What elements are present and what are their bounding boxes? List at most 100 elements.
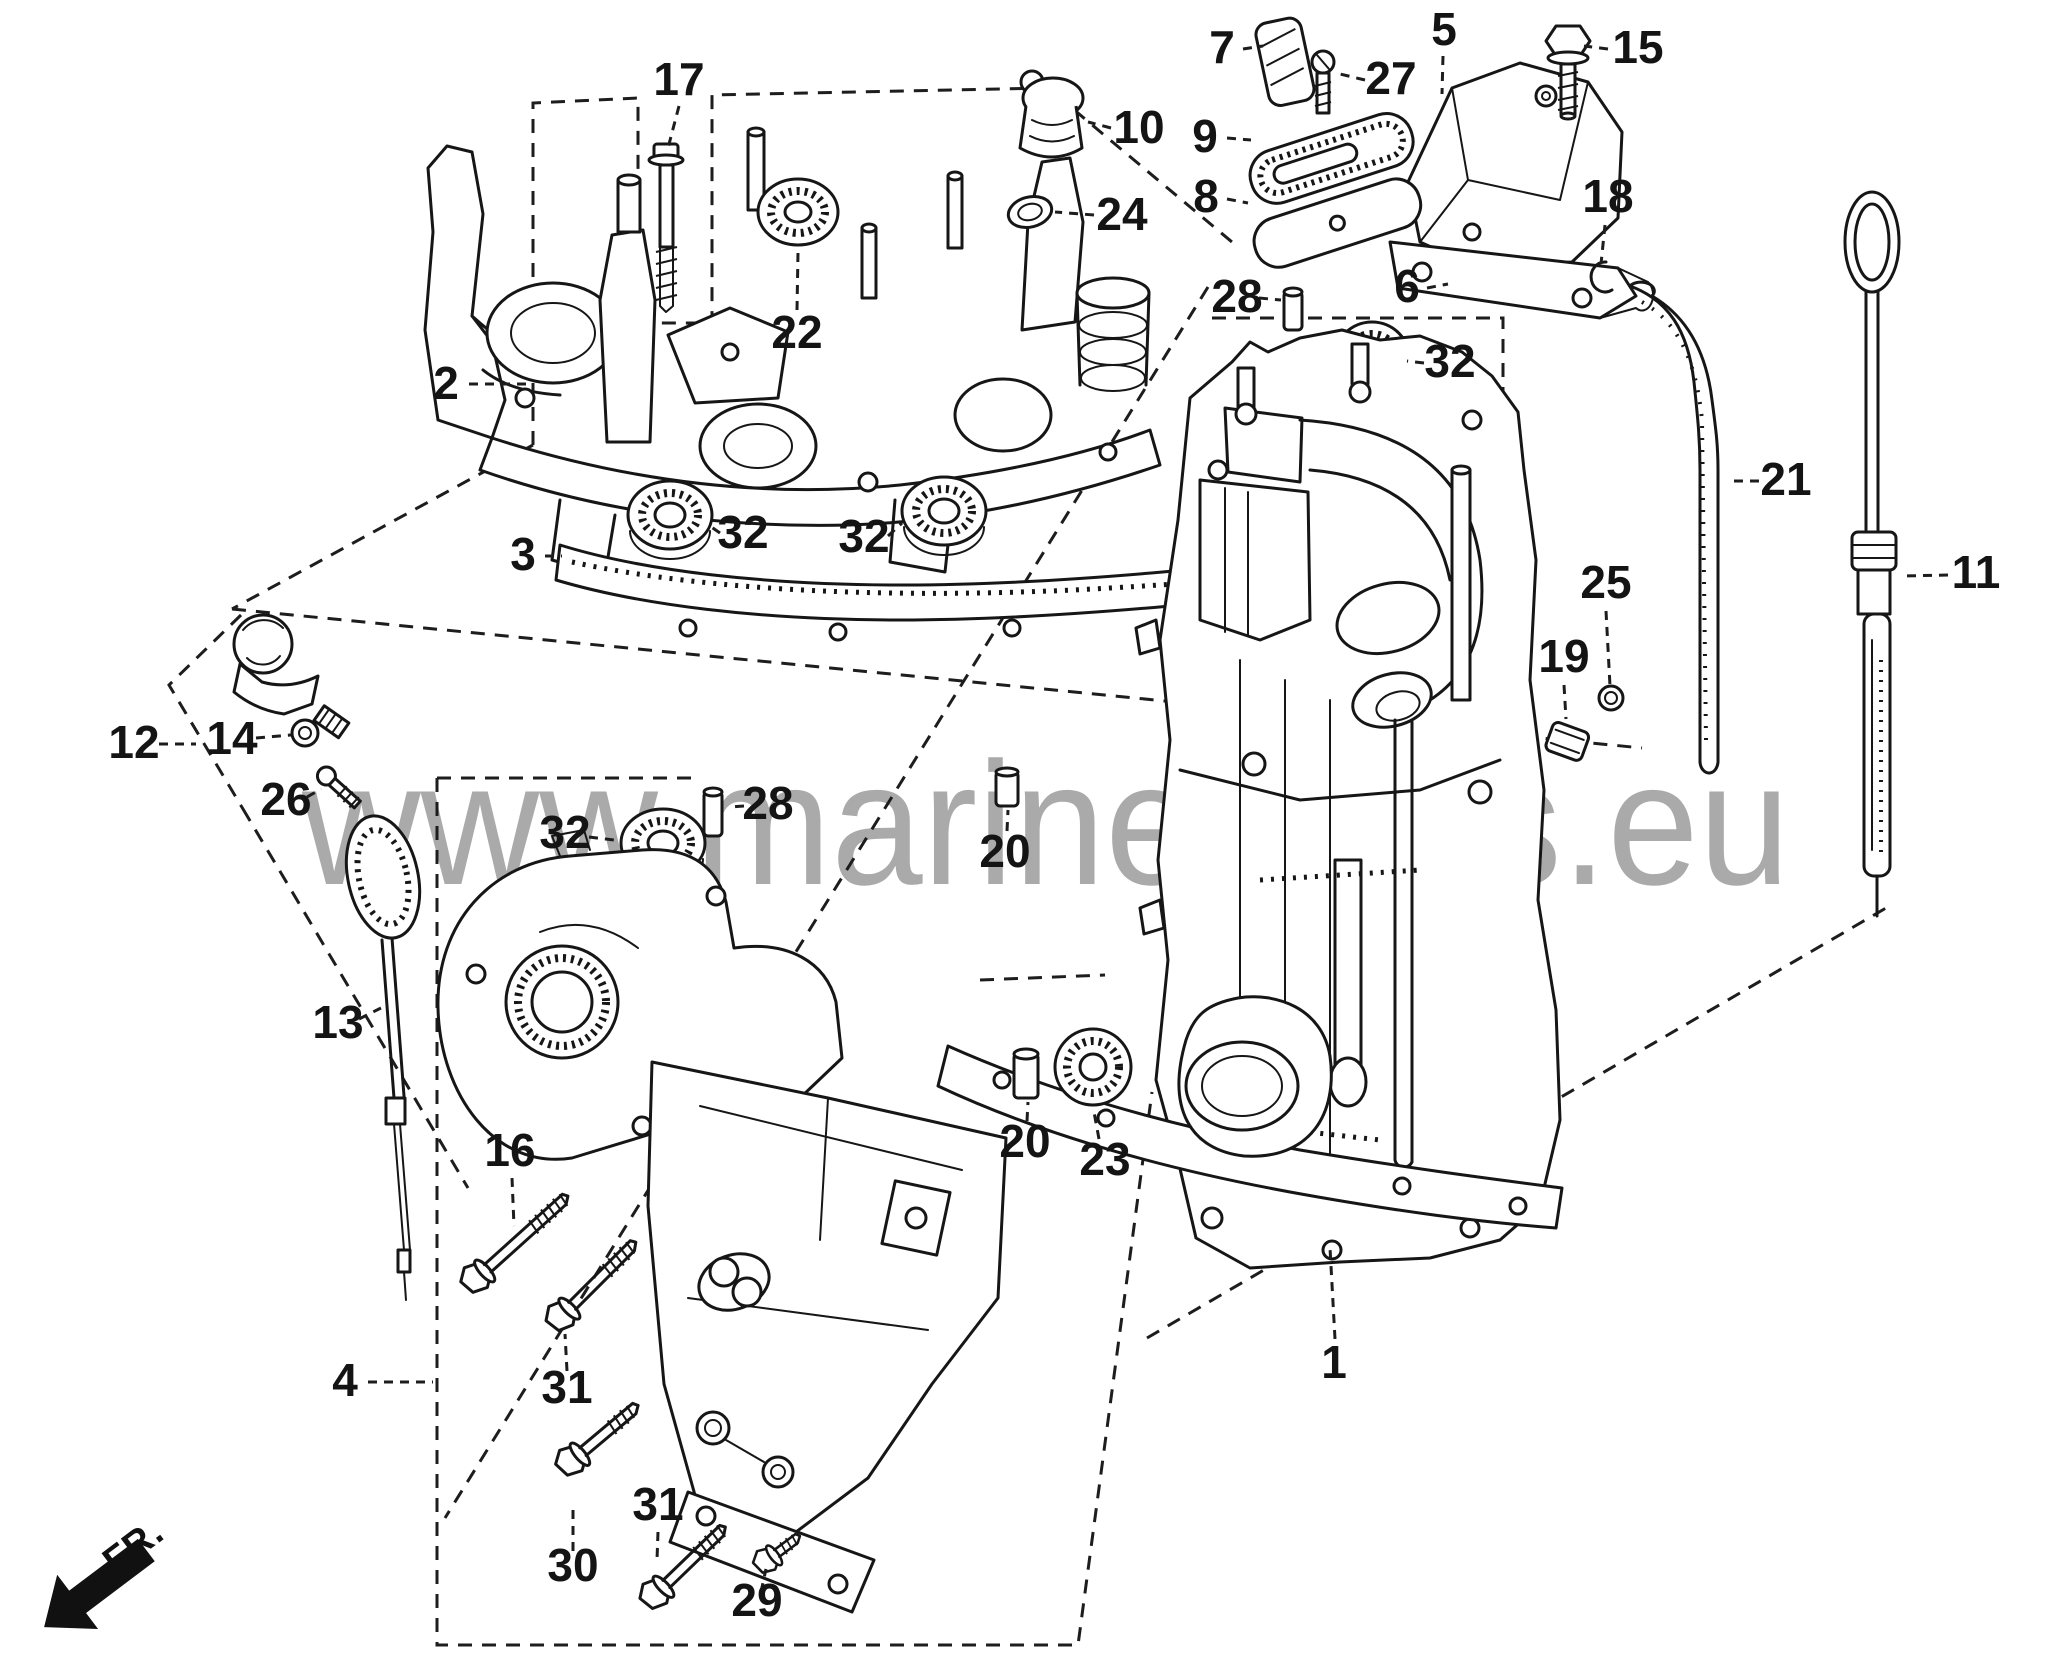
nut-25-drawing [1597,684,1625,712]
leader-line-31 [563,1333,569,1372]
bolt-31-b-drawing [632,1523,727,1616]
callout-7: 7 [1209,21,1235,73]
leader-line-20 [1005,809,1010,832]
seal-22-drawing [756,177,840,247]
callout-13: 13 [312,996,363,1048]
leader-line-23 [1092,1111,1101,1140]
ball-bearing-23 [1055,1029,1131,1105]
leader-line-28 [1258,296,1282,302]
leader-line-31 [655,1531,660,1561]
leader-line-25 [1604,610,1612,687]
callout-18: 18 [1582,170,1633,222]
upper-group-outline [531,86,1233,445]
washer-14-drawing [290,718,320,748]
callout-20: 20 [999,1115,1050,1167]
dowel-pin-28-mid-drawing [702,786,724,838]
leader-line-27 [1339,72,1366,82]
callout-28: 28 [1211,270,1262,322]
callout-17: 17 [653,53,704,105]
callout-31: 31 [541,1361,592,1413]
callout-32: 32 [838,510,889,562]
callout-3: 3 [510,528,536,580]
leader-line-17 [666,105,681,149]
bolt-30-drawing [548,1401,640,1483]
flange-bolt-15-drawing [1544,24,1592,121]
callout-32: 32 [539,806,590,858]
leader-line-29 [759,1568,768,1593]
cover-mount-flange-6-drawing [1388,240,1655,320]
leader-line-22 [795,251,800,311]
leader-line-13 [358,1006,382,1021]
clip-19-drawing [1544,720,1591,762]
bolt-29-drawing [747,1532,802,1579]
clip-18-drawing [1589,260,1614,294]
callout-26: 26 [260,773,311,825]
leader-line-6 [1426,282,1449,290]
screw-27-drawing [1310,49,1336,115]
callout-10: 10 [1113,101,1164,153]
callout-21: 21 [1760,453,1811,505]
callout-5: 5 [1431,3,1457,55]
callout-30: 30 [547,1539,598,1591]
seal-24-drawing [1006,195,1054,229]
leader-line-26 [306,787,322,799]
callout-12: 12 [108,716,159,768]
leader-line-16 [510,1177,516,1227]
leader-line-18 [1599,224,1607,265]
pad-7-drawing [1254,16,1316,107]
callout-20: 20 [979,825,1030,877]
oil-hose-21-drawing [1628,280,1720,775]
callout-28: 28 [742,777,793,829]
callout-4: 4 [332,1354,358,1406]
callout-24: 24 [1096,188,1148,240]
leader-line-24 [1054,210,1095,217]
leader-line-28 [729,804,745,809]
dowel-pin-28-right-drawing [1282,286,1304,332]
callout-32: 32 [717,506,768,558]
callout-1: 1 [1321,1336,1347,1388]
bolt-17-drawing [647,142,685,313]
callout-8: 8 [1193,170,1219,222]
callout-16: 16 [484,1124,535,1176]
crankcase-group-outline [1212,316,1505,1140]
callout-23: 23 [1079,1133,1130,1185]
callout-6: 6 [1394,260,1420,312]
bolt-16-drawing [453,1192,570,1300]
dowel-pin-20-upper-drawing [994,766,1020,808]
leader-line-7 [1242,44,1264,51]
callout-2: 2 [433,357,459,409]
callout-22: 22 [771,306,822,358]
dowel-reference-line [979,973,1106,982]
leader-line-5 [1440,55,1445,95]
leader-line-15 [1583,44,1609,51]
leader-line-14 [255,733,292,740]
upper-crankcase-half-drawing [423,126,1162,577]
leader-line-32 [588,835,623,843]
leader-line-11 [1902,573,1949,578]
leader-line-9 [1226,136,1252,142]
callout-9: 9 [1192,110,1218,162]
callout-29: 29 [731,1574,782,1626]
callout-15: 15 [1612,21,1663,73]
callout-31: 31 [632,1478,683,1530]
bolt-31-a-drawing [538,1239,638,1338]
oil-pressure-switch-12-drawing [232,613,351,740]
oil-case-gasket-1-drawing [936,995,1564,1230]
fr-arrow-icon [44,1538,155,1630]
ribbed-stub [1075,276,1151,392]
callout-11: 11 [1952,546,2001,598]
callout-19: 19 [1538,630,1589,682]
reed-plate-9-drawing [1248,112,1415,205]
pump-group-outline [435,776,1154,1647]
grommet-10-drawing [1018,69,1085,159]
dipstick-11-drawing [1843,190,1901,918]
leader-line-32 [1406,359,1425,365]
leader-line-19 [1562,684,1568,720]
callout-32: 32 [1424,335,1475,387]
leader-line-32 [886,521,904,538]
callout-27: 27 [1365,52,1416,104]
oil-strainer-13-drawing [344,814,422,1301]
